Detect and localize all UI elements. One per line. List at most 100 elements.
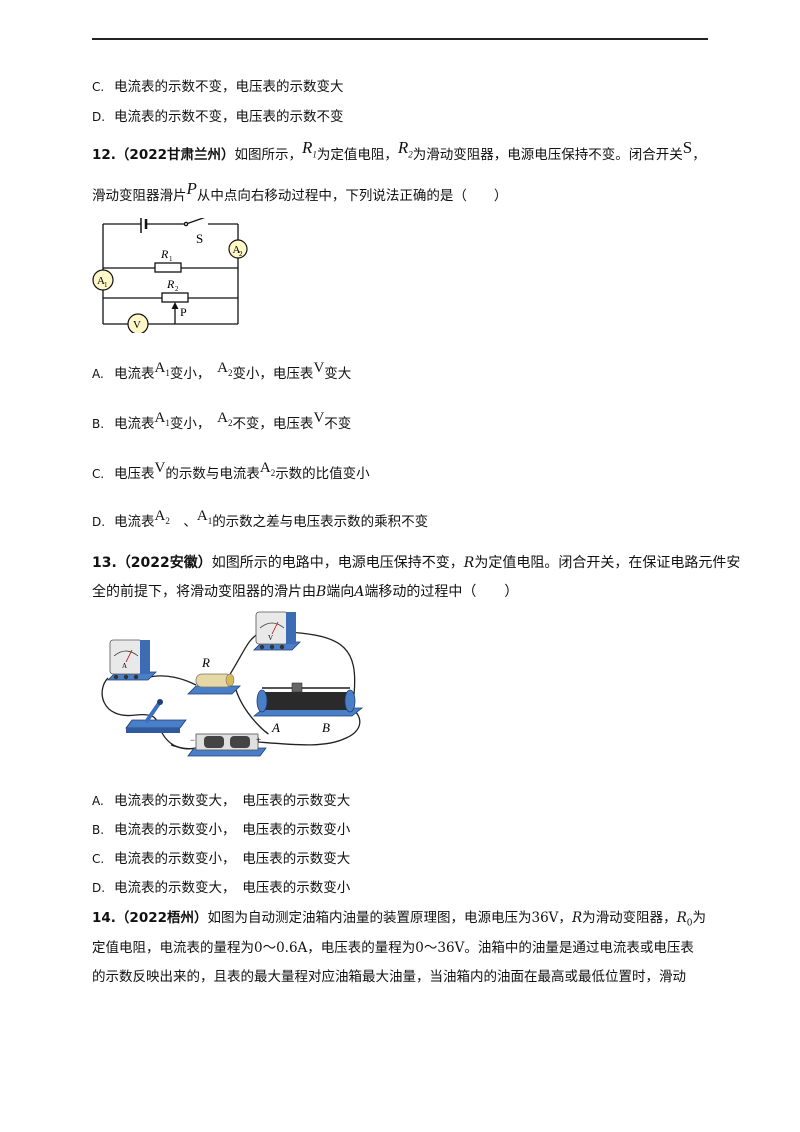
option-text: 的示数与电流表: [165, 466, 260, 482]
q13-stem-line1: 13.（2022安徽）如图所示的电路中，电源电压保持不变，R为定值电阻。闭合开关…: [92, 554, 740, 572]
svg-text:V: V: [268, 634, 273, 642]
battery-box: − +: [187, 733, 267, 757]
r-symbol: R: [571, 910, 583, 926]
q12-option-b[interactable]: B.电流表A1变小， A2不变，电压表V不变: [92, 410, 352, 438]
option-text: 电流表的示数不变，电压表的示数不变: [114, 109, 344, 125]
r0-symbol: R0: [676, 910, 693, 929]
option-letter: C.: [92, 467, 105, 481]
q12-text: 为滑动变阻器，电源电压保持不变。闭合开关: [412, 147, 683, 163]
q12-stem-line1: 12.（2022甘肃兰州）如图所示，R1为定值电阻，R2为滑动变阻器，电源电压保…: [92, 139, 706, 169]
r2-symbol: R2: [397, 138, 413, 160]
q13-option-c[interactable]: C. 电流表的示数变小， 电压表的示数变大: [92, 850, 350, 868]
question-source: （2022安徽）: [116, 555, 212, 571]
svg-text:R: R: [160, 247, 169, 261]
option-letter: A.: [92, 367, 104, 381]
svg-text:A: A: [97, 275, 105, 287]
q14-stem-line2: 定值电阻，电流表的量程为0～0.6A，电压表的量程为0～36V。油箱中的油量是通…: [92, 940, 694, 956]
option-text: 电流表: [114, 366, 155, 382]
ammeter-a2-symbol: A2: [154, 508, 170, 526]
q13-text: 如图所示的电路中，电源电压保持不变，: [211, 555, 464, 571]
question-number: 14.: [92, 910, 116, 926]
q13-option-b[interactable]: B.电流表的示数变小， 电压表的示数变小: [92, 821, 350, 839]
option-text: 变小，: [169, 416, 204, 432]
option-text: 电流表的示数变大， 电压表的示数变大: [114, 793, 351, 809]
q12-text: 滑动变阻器滑片: [92, 188, 187, 204]
option-text: 示数的比值变小: [275, 466, 370, 482]
ammeter-a2-symbol: A2: [259, 460, 276, 478]
q12-option-d[interactable]: D. 电流表A2 、A1的示数之差与电压表示数的乘积不变: [92, 508, 429, 536]
ammeter-a1-symbol: A1: [196, 508, 213, 526]
option-text: 的示数之差与电压表示数的乘积不变: [212, 514, 429, 530]
svg-text:V: V: [133, 319, 141, 331]
option-text: 变小，电压表: [232, 366, 314, 382]
svg-text:1: 1: [104, 281, 108, 289]
q14-stem-line1: 14.（2022梧州）如图为自动测定油箱内油量的装置原理图，电源电压为36V，R…: [92, 909, 706, 933]
option-text: 电流表的示数不变，电压表的示数变大: [114, 79, 344, 95]
voltmeter-v: [127, 313, 149, 333]
r1-symbol: R1: [302, 138, 317, 160]
q14-text: 如图为自动测定油箱内油量的装置原理图，电源电压为36V，: [207, 910, 572, 926]
q12-stem-line2: 滑动变阻器滑片P从中点向右移动过程中，下列说法正确的是（ ）: [92, 180, 508, 205]
q12-text: 从中点向右移动过程中，下列说法正确的是（ ）: [196, 188, 508, 204]
question-number: 13.: [92, 555, 117, 571]
option-text: 电压表: [114, 466, 155, 482]
option-text: 电流表的示数变大， 电压表的示数变小: [114, 880, 351, 896]
header-rule: [92, 38, 708, 40]
q13-circuit-illustration: A V R A B −: [101, 611, 364, 757]
option-text: 变大: [324, 366, 352, 382]
svg-text:1: 1: [169, 255, 173, 263]
prev-option-c[interactable]: C.电流表的示数不变，电压表的示数变大: [92, 78, 344, 96]
a-symbol: A: [354, 584, 365, 600]
svg-text:2: 2: [239, 250, 243, 258]
svg-text:S: S: [196, 231, 203, 246]
ammeter-a2: [228, 239, 248, 259]
svg-text:2: 2: [175, 285, 179, 293]
question-source: （2022梧州）: [115, 910, 208, 926]
q12-option-a[interactable]: A. 电流表A1变小， A2变小，电压表V变大: [92, 360, 352, 388]
ammeter-a2-symbol: A2: [217, 360, 233, 378]
option-letter: B.: [92, 417, 105, 431]
q14-text: 为: [692, 910, 707, 926]
rheostat: A B: [252, 682, 364, 735]
option-text: 电流表的示数变小， 电压表的示数变小: [114, 822, 351, 838]
svg-text:R: R: [166, 277, 175, 291]
q13-option-d[interactable]: D. 电流表的示数变大， 电压表的示数变小: [92, 879, 350, 897]
option-text: 电流表: [114, 514, 155, 530]
svg-text:A: A: [233, 244, 241, 256]
option-text: 不变: [324, 416, 352, 432]
voltmeter-symbol: V: [313, 360, 325, 376]
svg-text:B: B: [322, 720, 330, 735]
q13-option-a[interactable]: A. 电流表的示数变大， 电压表的示数变大: [92, 792, 350, 810]
q12-text: 为定值电阻，: [316, 147, 398, 163]
resistor-r: R: [187, 655, 241, 695]
ammeter-a1-symbol: A1: [154, 360, 170, 378]
ammeter-a1: [92, 269, 114, 291]
option-letter: A.: [92, 794, 104, 808]
option-text: 电流表: [114, 416, 155, 432]
option-text: 不变，电压表: [232, 416, 314, 432]
option-text: 电流表的示数变小， 电压表的示数变大: [114, 851, 351, 867]
q12-option-c[interactable]: C. 电压表V的示数与电流表A2示数的比值变小: [92, 460, 370, 488]
svg-text:R: R: [201, 655, 210, 670]
switch-device: [125, 699, 187, 733]
option-text: 变小，: [169, 366, 204, 382]
q13-stem-line2: 全的前提下，将滑动变阻器的滑片由B端向A端移动的过程中（ ）: [92, 583, 518, 601]
q14-stem-line3: 的示数反映出来的，且表的最大量程对应油箱最大油量，当油箱内的油面在最高或最低位置…: [92, 969, 686, 985]
option-text: 、: [183, 514, 197, 530]
ammeter-a2-symbol: A2: [217, 410, 233, 428]
r-symbol: R: [463, 555, 475, 571]
q12-text: 如图所示，: [234, 147, 303, 163]
option-letter: D.: [92, 881, 106, 895]
svg-text:−: −: [190, 735, 195, 745]
svg-text:A: A: [271, 720, 280, 735]
prev-option-d[interactable]: D.电流表的示数不变，电压表的示数不变: [92, 108, 344, 126]
option-letter: C.: [92, 852, 105, 866]
question-number: 12.: [92, 147, 116, 163]
voltmeter-symbol: V: [154, 460, 166, 476]
svg-text:+: +: [256, 735, 261, 745]
svg-text:A: A: [122, 662, 127, 670]
option-letter: D.: [92, 515, 106, 529]
q13-text: 端向: [326, 584, 355, 600]
svg-text:P: P: [180, 305, 187, 319]
